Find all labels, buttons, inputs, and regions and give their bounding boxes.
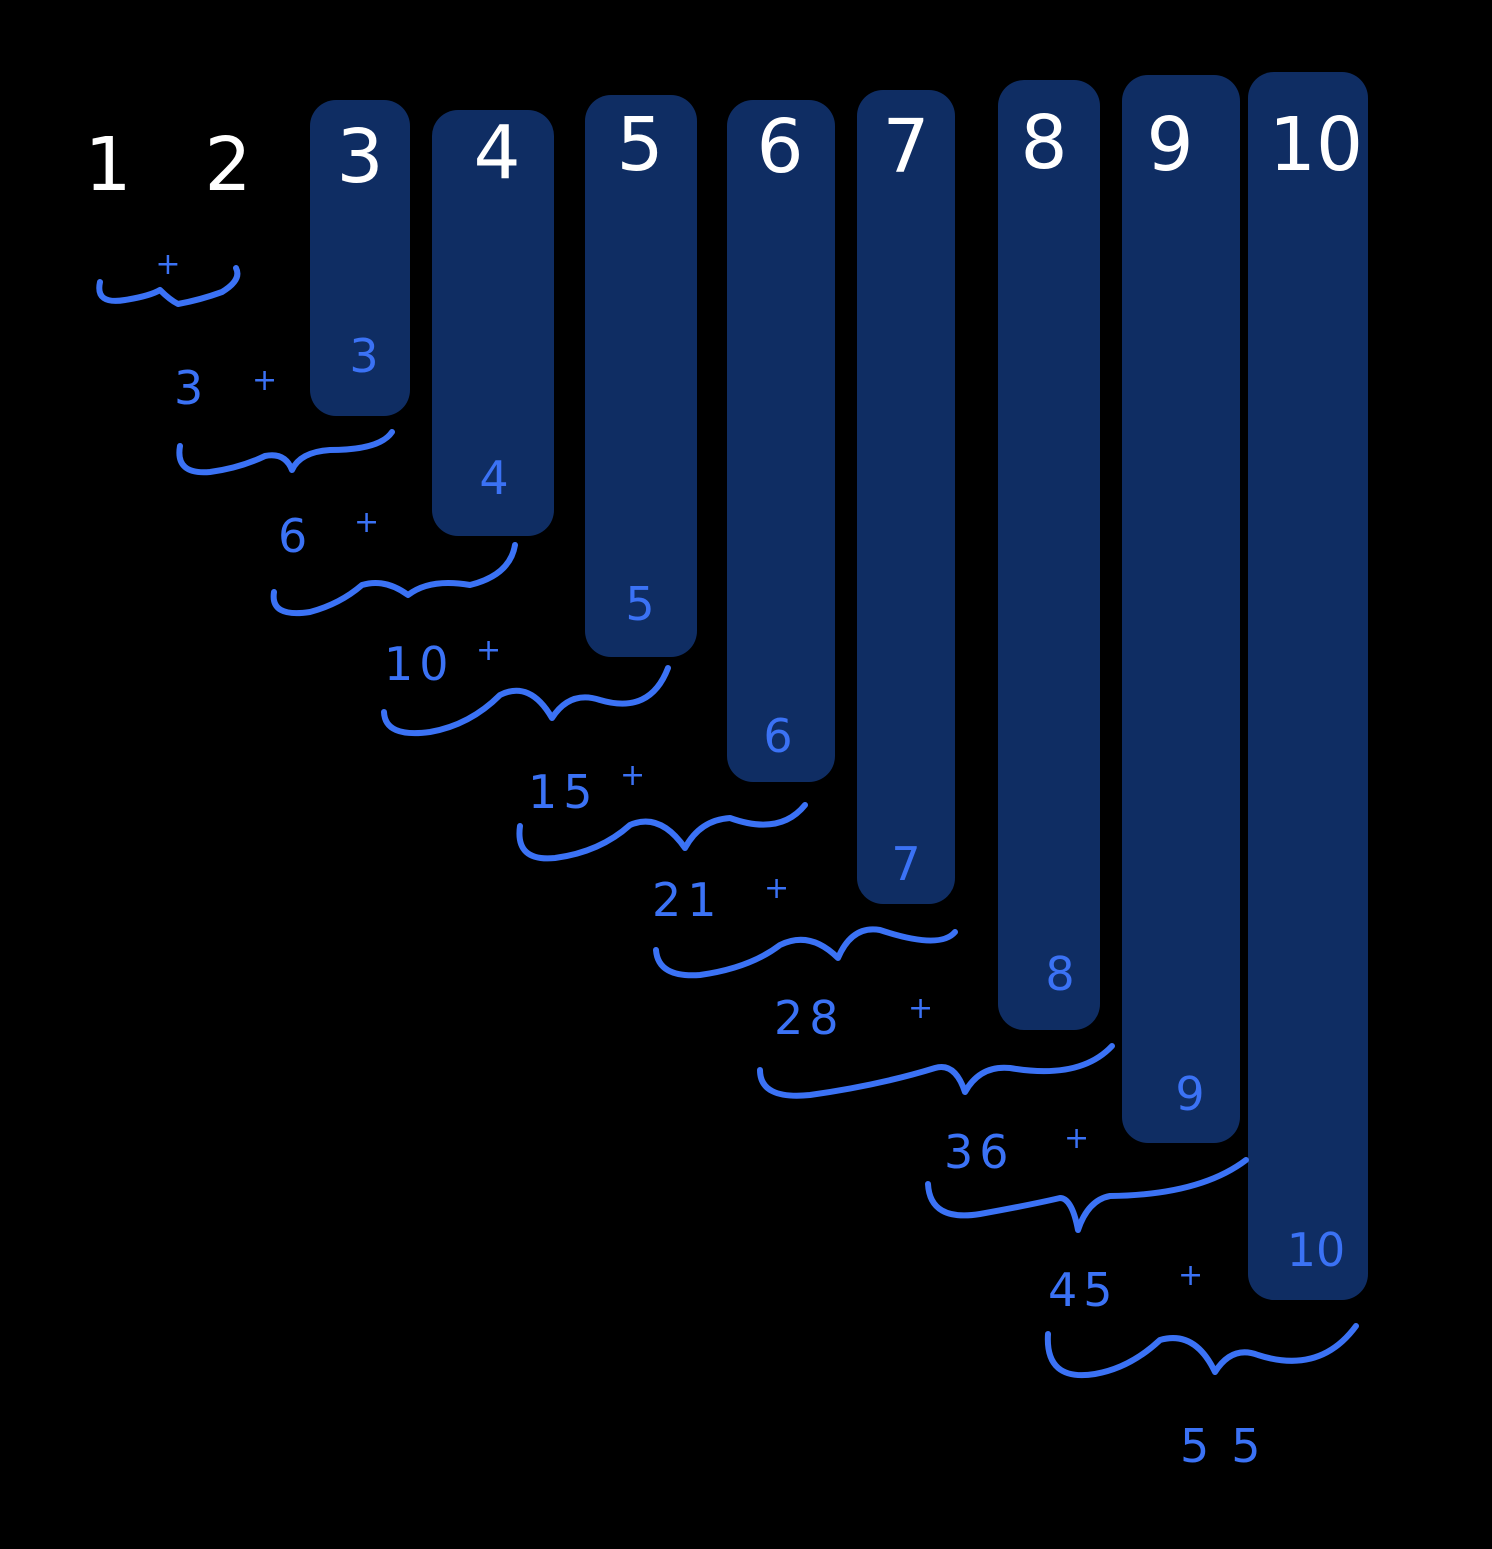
plus-after-10: + <box>476 633 501 668</box>
bar-7 <box>857 90 955 904</box>
brace-3 <box>176 429 395 476</box>
bar-label-3: 3 <box>349 329 378 383</box>
brace-8 <box>757 1043 1115 1099</box>
bar-label-7: 7 <box>891 837 920 891</box>
top-number-5: 5 <box>616 102 663 188</box>
bar-8 <box>998 80 1100 1030</box>
bar-label-4: 4 <box>479 451 508 505</box>
partial-sum-36: 36 <box>944 1125 1015 1179</box>
top-number-7: 7 <box>882 104 929 190</box>
brace-7 <box>653 926 958 979</box>
bar-5 <box>585 95 697 657</box>
bar-3 <box>310 100 410 416</box>
top-number-3: 3 <box>336 114 383 200</box>
plus-after-3: + <box>252 363 277 398</box>
top-number-1: 1 <box>84 122 131 208</box>
brace-6 <box>516 802 808 862</box>
bar-label-8: 8 <box>1045 947 1074 1001</box>
partial-sum-10: 10 <box>384 637 455 691</box>
top-number-6: 6 <box>756 104 803 190</box>
top-number-4: 4 <box>473 110 520 196</box>
plus-after-36: + <box>1064 1121 1089 1156</box>
top-number-8: 8 <box>1020 100 1067 186</box>
bar-bottom-labels: 3 4 5 6 7 8 9 10 <box>349 329 1345 1277</box>
top-number-9: 9 <box>1146 102 1193 188</box>
plus-after-6: + <box>354 505 379 540</box>
braces <box>96 265 1359 1379</box>
brace-4 <box>270 542 518 616</box>
plus-after-15: + <box>620 758 645 793</box>
bar-label-10: 10 <box>1287 1223 1346 1277</box>
plus-1-2: + <box>155 247 180 282</box>
partial-sum-28: 28 <box>774 991 845 1045</box>
brace-10 <box>1044 1323 1359 1379</box>
bar-9 <box>1122 75 1240 1143</box>
column-bars <box>310 72 1368 1300</box>
bar-10 <box>1248 72 1368 1300</box>
bar-label-9: 9 <box>1175 1067 1204 1121</box>
bar-4 <box>432 110 554 536</box>
top-number-10: 10 <box>1269 102 1363 188</box>
bar-label-6: 6 <box>763 709 792 763</box>
final-sum: 55 <box>1180 1419 1283 1473</box>
bar-6 <box>727 100 835 782</box>
plus-after-21: + <box>764 871 789 906</box>
plus-after-28: + <box>908 991 933 1026</box>
top-number-2: 2 <box>204 122 251 208</box>
partial-sum-3: 3 <box>174 361 209 415</box>
bar-label-5: 5 <box>625 577 654 631</box>
partial-sum-15: 15 <box>528 765 599 819</box>
partial-sum-6: 6 <box>278 509 313 563</box>
partial-sum-45: 45 <box>1048 1263 1119 1317</box>
brace-9 <box>925 1157 1249 1233</box>
plus-after-45: + <box>1178 1258 1203 1293</box>
partial-sum-21: 21 <box>652 873 723 927</box>
top-number-row: 1 2 3 4 5 6 7 8 9 10 <box>84 100 1363 208</box>
partial-sums: 3 + 6 + 10 + 15 + 21 + 28 + 36 + 45 + <box>174 361 1203 1317</box>
brace-1-2 <box>96 265 241 307</box>
brace-5 <box>381 665 671 737</box>
